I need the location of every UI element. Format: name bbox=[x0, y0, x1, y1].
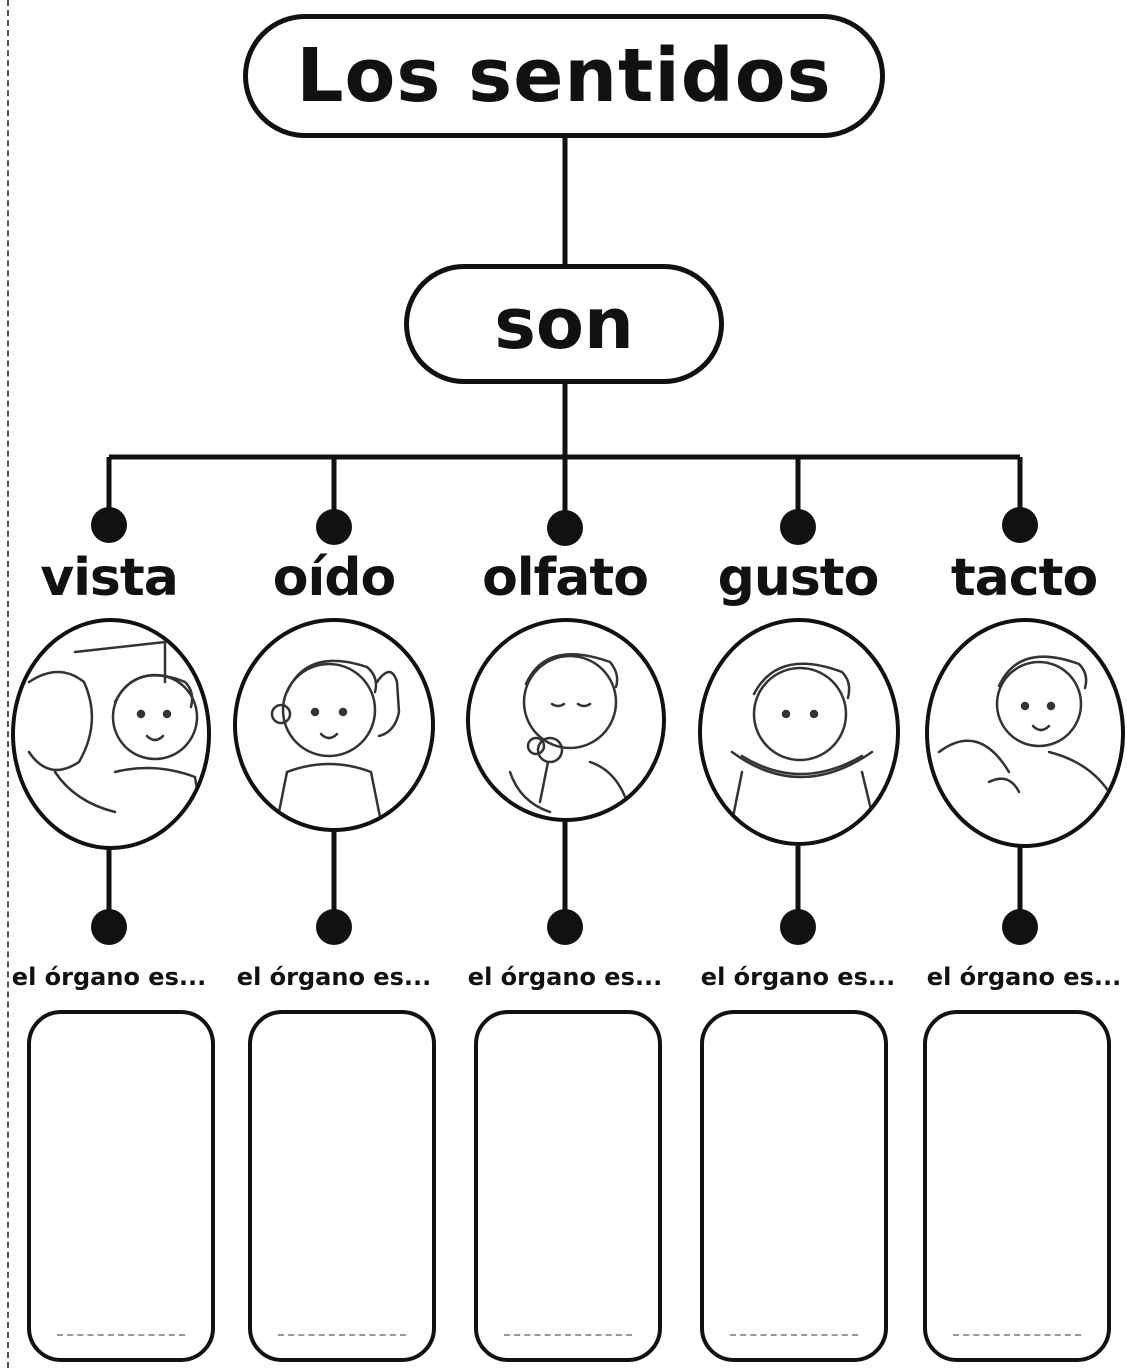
sense-column-vista: vista el órgano es... bbox=[0, 0, 221, 1368]
child-listening-illustration bbox=[233, 618, 435, 832]
organ-prompt: el órgano es... bbox=[700, 963, 896, 991]
sense-label: vista bbox=[40, 548, 179, 608]
organ-prompt: el órgano es... bbox=[236, 963, 432, 991]
node-dot bbox=[91, 507, 127, 543]
node-dot bbox=[1002, 507, 1038, 543]
child-touching-plant-illustration bbox=[925, 618, 1125, 848]
title-box: Los sentidos bbox=[243, 14, 885, 138]
node-dot bbox=[780, 509, 816, 545]
node-dot bbox=[547, 909, 583, 945]
node-dot bbox=[316, 909, 352, 945]
answer-line bbox=[57, 1334, 185, 1336]
sense-column-gusto: gusto el órgano es... bbox=[686, 0, 910, 1368]
node-dot bbox=[547, 510, 583, 546]
child-eating-watermelon-illustration bbox=[698, 618, 900, 846]
child-smelling-flower-illustration bbox=[466, 618, 666, 822]
dashed-cut-line bbox=[7, 0, 9, 1368]
answer-line bbox=[953, 1334, 1081, 1336]
answer-box[interactable] bbox=[923, 1010, 1111, 1362]
node-dot bbox=[780, 909, 816, 945]
answer-box[interactable] bbox=[474, 1010, 662, 1362]
node-dot bbox=[316, 509, 352, 545]
answer-box[interactable] bbox=[700, 1010, 888, 1362]
sense-column-olfato: olfato el órgano es... bbox=[453, 0, 677, 1368]
sense-label: tacto bbox=[950, 548, 1098, 608]
organ-prompt: el órgano es... bbox=[11, 963, 207, 991]
sense-label: olfato bbox=[482, 548, 649, 608]
answer-box[interactable] bbox=[248, 1010, 436, 1362]
sense-column-oido: oído el órgano es... bbox=[222, 0, 446, 1368]
node-dot bbox=[1002, 909, 1038, 945]
answer-line bbox=[278, 1334, 406, 1336]
organ-prompt: el órgano es... bbox=[467, 963, 663, 991]
sense-label: gusto bbox=[717, 548, 880, 608]
answer-box[interactable] bbox=[27, 1010, 215, 1362]
page-title: Los sentidos bbox=[296, 33, 832, 119]
connector-word: son bbox=[494, 283, 634, 365]
answer-line bbox=[730, 1334, 858, 1336]
child-looking-illustration bbox=[11, 618, 211, 850]
connector-box: son bbox=[404, 264, 724, 384]
node-dot bbox=[91, 909, 127, 945]
sense-label: oído bbox=[272, 548, 397, 608]
answer-line bbox=[504, 1334, 632, 1336]
sense-column-tacto: tacto el órgano es... bbox=[912, 0, 1127, 1368]
organ-prompt: el órgano es... bbox=[926, 963, 1122, 991]
